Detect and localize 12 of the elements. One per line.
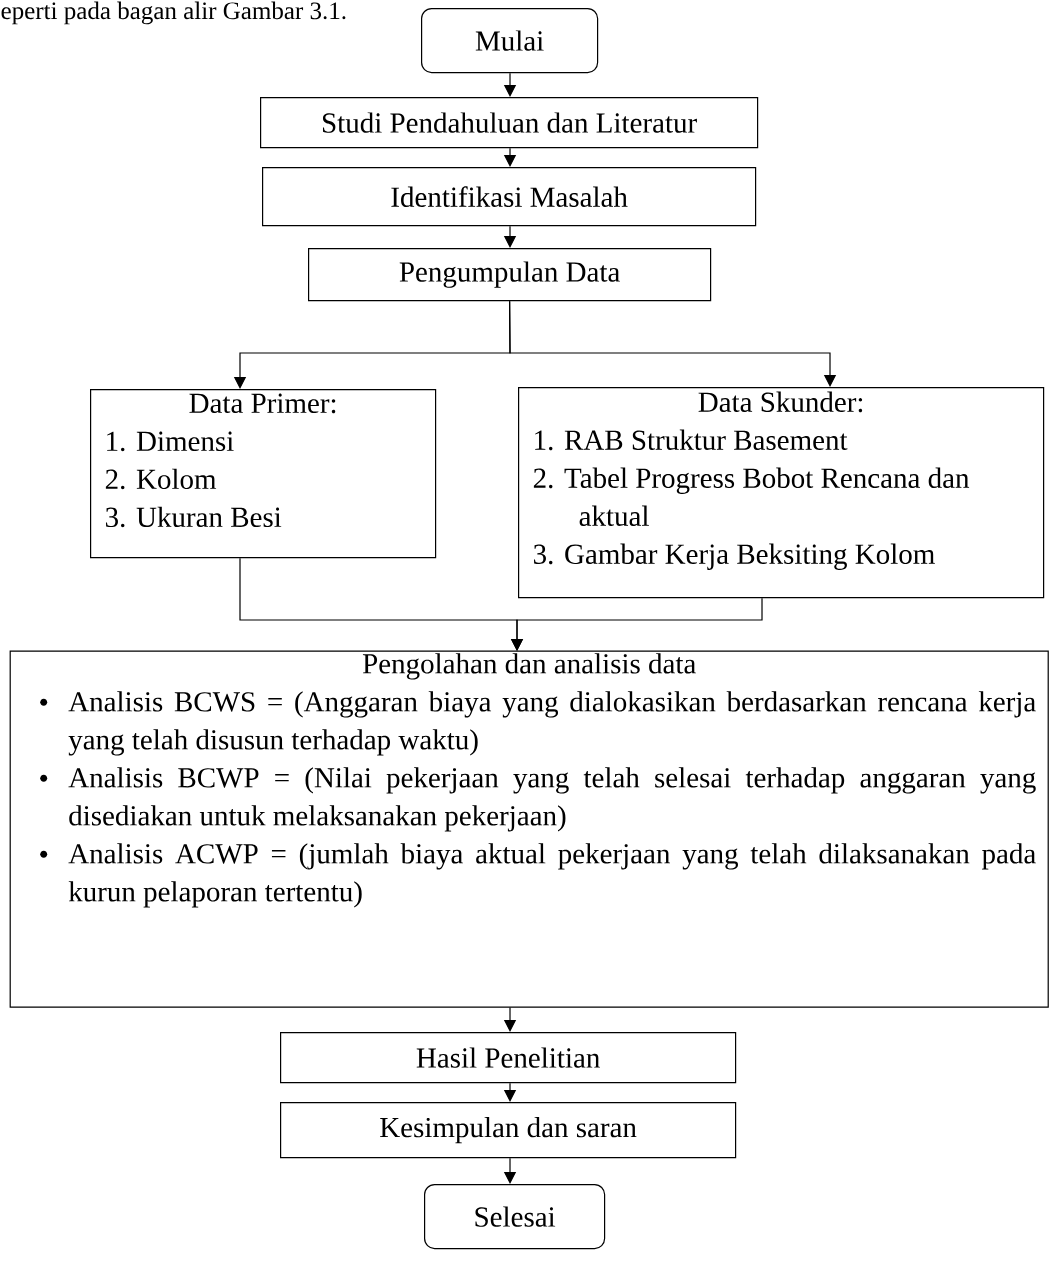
data-box: Data Primer: 1. Dimensi 2. Kolom 3. Ukuran Besi [90, 389, 437, 559]
process-box: Hasil Penelitian [280, 1032, 737, 1084]
process-box: Kesimpulan dan saran [280, 1102, 737, 1159]
process-box: Pengolahan dan analisis data Analisis BCWS = (Anggaran biaya yang dialokasikan berdasarkan rencana kerja yang telah disusun terhadap waktu) Analisis BCWP = (Nilai pekerjaan yang telah selesai terhadap anggaran yang disediakan untuk melaksanakan pekerjaan) Analisis ACWP = (jumlah biaya aktual pekerjaan yang telah dilaksanakan pada kurun pelaporan tertentu) [9, 650, 1049, 1008]
arrow [509, 300, 837, 387]
process-box: Identifikasi Masalah [262, 167, 757, 227]
caption-text: eperti pada bagan alir Gambar 3.1. [1, 1, 346, 25]
terminal-box: Mulai [421, 8, 599, 74]
process-box: Pengumpulan Data [308, 248, 712, 302]
terminal-box: Selesai [424, 1184, 606, 1250]
process-box: Studi Pendahuluan dan Literatur [260, 97, 759, 149]
data-box: Data Skunder: 1. RAB Struktur Basement 2. Tabel Progress Bobot Rencana dan aktual 3. Gambar Kerja Beksiting Kolom [518, 387, 1045, 599]
